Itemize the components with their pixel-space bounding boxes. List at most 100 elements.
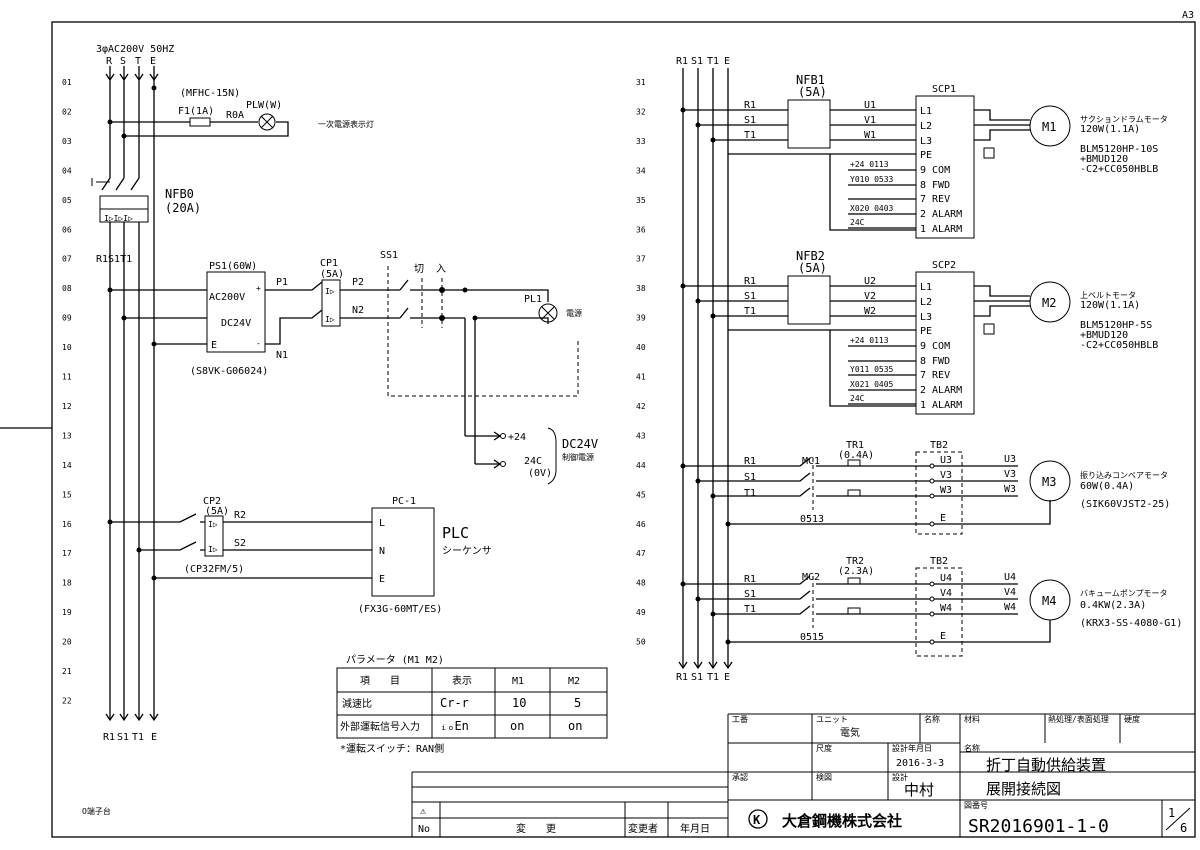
scp2-term-pe: PE [920,326,932,337]
nfb2-rating: (5A) [798,261,827,275]
n1-label: N1 [276,350,288,361]
bus-bottom-arrows [105,713,159,722]
p1-label: P1 [276,277,288,288]
cp1-trip-1: I▷ [325,287,335,296]
scp1-motor-wires [974,109,1030,141]
mfhc-label: (MFHC-15N) [180,88,240,99]
nfb1-breaker [787,99,831,149]
name-label: 名称 [924,714,940,724]
unit-value: 電気 [840,726,860,739]
scp2-sig-alarm2: X021 0405 [850,380,894,389]
tb2-w4: W4 [940,603,952,614]
page-number: 1 [1168,806,1175,820]
supply-label: 3φAC200V 50HZ [96,44,174,55]
pl1-label: PL1 [524,294,542,305]
row-number-21: 21 [62,667,72,676]
ss1-on-dot-1 [439,287,445,293]
m4-out-v: V4 [1004,587,1016,598]
row-number-36: 36 [636,225,646,234]
sheet-size-label: A3 [1182,10,1194,21]
right-bus-bottom-s1: S1 [691,672,703,683]
r1s1t1-label: R1S1T1 [96,254,132,265]
scale-label: 尺度 [816,743,832,753]
tr1-label: TR1 [846,440,864,451]
m3-in-s1: S1 [744,472,756,483]
row-number-13: 13 [62,431,72,440]
plc-box [371,507,435,597]
cp1-breaker [321,279,341,327]
row-number-03: 03 [62,137,72,146]
m3-desc-name: 振り込みコンベアモータ [1080,470,1168,480]
scp1-box [915,95,975,239]
scp1-out-u: U1 [864,100,876,111]
rev-no-header: No [418,824,430,835]
scp2-junction-r1 [680,283,686,289]
tb2-u3-terminal [929,463,935,469]
scp1-in-r1: R1 [744,100,756,111]
plw-lamp [258,113,276,131]
plc-terminal-l: L [379,518,385,529]
m3-in-r1: R1 [744,456,756,467]
p2-junction [462,287,468,293]
pl1-lamp-cross [541,306,555,320]
row-number-33: 33 [636,137,646,146]
bus-bottom-r1: R1 [103,732,115,743]
row-number-47: 47 [636,549,646,558]
row-number-39: 39 [636,314,646,323]
bus-bottom-e: E [151,732,157,743]
ps1-e: E [211,340,217,351]
scp2-term-alarm2: 2 ALARM [920,385,962,396]
scp2-out-u: U2 [864,276,876,287]
lamp-junction-s [121,133,127,139]
ss1-position-marks [421,278,443,328]
ss1-mechanical-link [387,266,579,397]
nfb1-rating: (5A) [798,85,827,99]
scp1-signal-wires [848,169,916,229]
ps1-box [206,271,266,353]
cp2-model: (CP32FM/5) [184,564,244,575]
check-label: 検図 [816,772,832,782]
row-number-11: 11 [62,373,72,382]
parameter-table: パラメータ (M1 M2) 項 目 表示 M1 M2 減速比 Cr-r 10 5… [336,654,608,755]
scp1-in-t1: T1 [744,130,756,141]
row-number-48: 48 [636,579,646,588]
dc-brace [547,427,557,485]
plus24-label: +24 [508,432,526,443]
m3-junction-r1 [680,463,686,469]
nfb0-contacts [101,177,140,191]
scp2-term-com: 9 COM [920,341,950,352]
cp1-trip-2: I▷ [325,315,335,324]
nfb2-breaker [787,275,831,325]
company-logo: K [748,809,768,829]
tb2-v3: V3 [940,470,952,481]
scp1-sig-com: +24 0113 [850,160,889,169]
tb2-w4-terminal [929,611,935,617]
row-number-38: 38 [636,284,646,293]
m1-desc-cable: -C2+CC050HBLB [1080,164,1158,175]
row-number-08: 08 [62,284,72,293]
designer-name: 中村 [904,781,934,799]
title-block-grid [727,713,1195,837]
m2-motor [1029,281,1071,323]
m1-desc-power: 120W(1.1A) [1080,124,1140,135]
tb2-e-terminal-1 [929,521,935,527]
ps1-label: PS1(60W) [209,261,257,272]
cp1-wires [300,281,400,319]
scp2-motor-wires [974,285,1030,317]
param-header-m2: M2 [568,676,580,687]
scp1-junction-r1 [680,107,686,113]
m4-in-r1: R1 [744,574,756,585]
mc2-label: MC2 [802,572,820,583]
ps1-output-wires [265,289,300,345]
tb2-label-1: TB2 [930,440,948,451]
m4-junction-r1 [680,581,686,587]
m2-desc-power: 120W(1.1A) [1080,300,1140,311]
row-number-02: 02 [62,107,72,116]
cp2-label: CP2 [203,496,221,507]
plw-lamp-cross [260,115,274,129]
param-header-m1: M1 [512,676,524,687]
nfb1-label: NFB1 [796,73,825,87]
power-lamp-label: 一次電源表示灯 [318,119,374,129]
bus-bottom-t1: T1 [132,732,144,743]
